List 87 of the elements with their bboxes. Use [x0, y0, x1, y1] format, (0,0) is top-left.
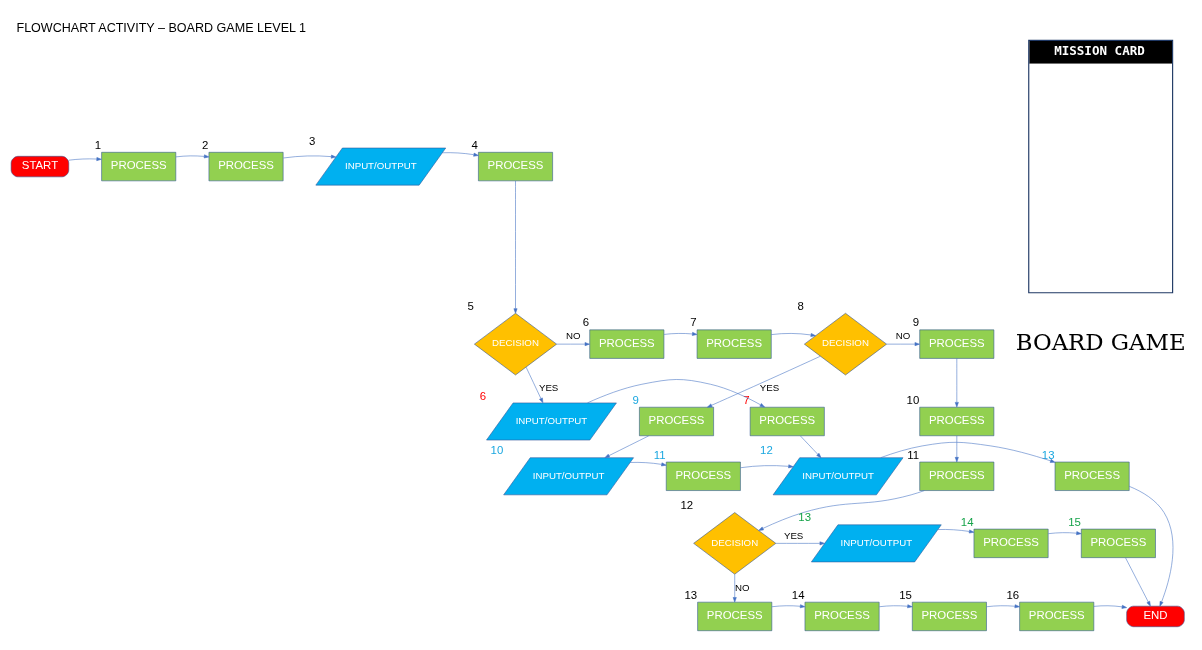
- arrow: [937, 529, 975, 534]
- node-box: PROCESS: [101, 152, 177, 182]
- node-label: 7: [690, 316, 697, 329]
- node-box: END: [1126, 605, 1185, 627]
- node-label: 8: [797, 299, 804, 312]
- edge-label: NO: [895, 330, 911, 342]
- node-label: 2: [202, 138, 209, 151]
- node-box: PROCESS: [696, 329, 772, 359]
- arrow: [886, 342, 920, 346]
- node-label: 13: [1041, 448, 1055, 461]
- edge-label: YES: [538, 382, 559, 394]
- node-label: 4: [471, 138, 478, 151]
- arrow: [283, 154, 337, 159]
- arrow: [880, 442, 1056, 463]
- node-label: 14: [791, 588, 805, 601]
- arrow: [1128, 486, 1174, 607]
- diagram-title: FLOWCHART ACTIVITY – BOARD GAME LEVEL 1: [16, 20, 307, 35]
- node-label: 12: [680, 499, 694, 512]
- arrow: [525, 366, 544, 403]
- node-label: 11: [653, 448, 666, 461]
- node-label: 10: [490, 444, 504, 457]
- node-box: PROCESS: [208, 152, 284, 182]
- node-label: 9: [912, 316, 920, 329]
- label: BOARD GAME: [1015, 328, 1186, 355]
- node-box: PROCESS: [912, 601, 987, 631]
- arrow: [986, 604, 1020, 609]
- arrow: [1048, 531, 1082, 536]
- node-box: PROCESS: [589, 329, 665, 359]
- arrow: [604, 435, 649, 458]
- node-label: 6: [582, 316, 590, 329]
- node-label: 14: [960, 515, 974, 528]
- node-label: 5: [467, 299, 474, 312]
- arrow: [954, 435, 959, 463]
- node-label: 16: [1006, 588, 1020, 601]
- arrow: [771, 333, 816, 337]
- arrow: [758, 490, 925, 531]
- node-diamond: DECISION: [693, 512, 777, 575]
- node-box: PROCESS: [665, 461, 741, 491]
- arrow: [175, 154, 210, 159]
- node-label: 7: [743, 393, 750, 406]
- node-label: 15: [899, 588, 912, 601]
- edge-label: YES: [783, 529, 804, 541]
- node-label: 11: [907, 448, 919, 461]
- arrow: [740, 464, 794, 469]
- node-box: PROCESS: [1054, 461, 1130, 491]
- node-box: PROCESS: [1019, 601, 1095, 631]
- node-label: 12: [760, 444, 773, 457]
- node-label: 10: [906, 393, 920, 406]
- arrow: [707, 355, 821, 408]
- arrow: [556, 342, 590, 346]
- node-box: START: [10, 156, 70, 178]
- arrow: [879, 604, 913, 609]
- node-box: PROCESS: [973, 528, 1049, 558]
- node-label: 13: [684, 588, 698, 601]
- node-box: PROCESS: [478, 152, 553, 182]
- node-diamond: DECISION: [804, 313, 887, 376]
- node-label: 6: [479, 389, 487, 402]
- node-label: 9: [632, 393, 639, 406]
- node-box: PROCESS: [697, 601, 773, 631]
- arrow: [663, 332, 698, 336]
- node-label: 1: [94, 138, 102, 151]
- node-label: 13: [798, 511, 811, 524]
- node-box: PROCESS: [919, 406, 995, 437]
- node-box: PROCESS: [749, 406, 825, 437]
- node-box: PROCESS: [639, 406, 714, 437]
- arrow: [442, 152, 479, 157]
- edge-label: YES: [759, 382, 780, 394]
- edge-label: NO: [734, 581, 750, 593]
- edge-label: NO: [565, 330, 581, 342]
- arrow: [954, 358, 959, 408]
- node-box: PROCESS: [804, 601, 880, 631]
- node-diamond: DECISION: [474, 313, 557, 376]
- node-label: 3: [309, 134, 316, 147]
- node-box: PROCESS: [1081, 528, 1156, 558]
- arrow: [800, 435, 822, 458]
- arrow: [629, 462, 667, 467]
- node-label: 15: [1068, 515, 1081, 528]
- arrow: [1125, 557, 1151, 607]
- arrow: [1093, 605, 1127, 609]
- arrow: [771, 604, 806, 609]
- arrow: [587, 379, 765, 408]
- node-box: PROCESS: [919, 329, 995, 359]
- arrow: [513, 180, 518, 314]
- arrow: [732, 573, 737, 603]
- arrow: [68, 157, 102, 161]
- node-box: PROCESS: [919, 461, 995, 491]
- arrow: [775, 541, 825, 546]
